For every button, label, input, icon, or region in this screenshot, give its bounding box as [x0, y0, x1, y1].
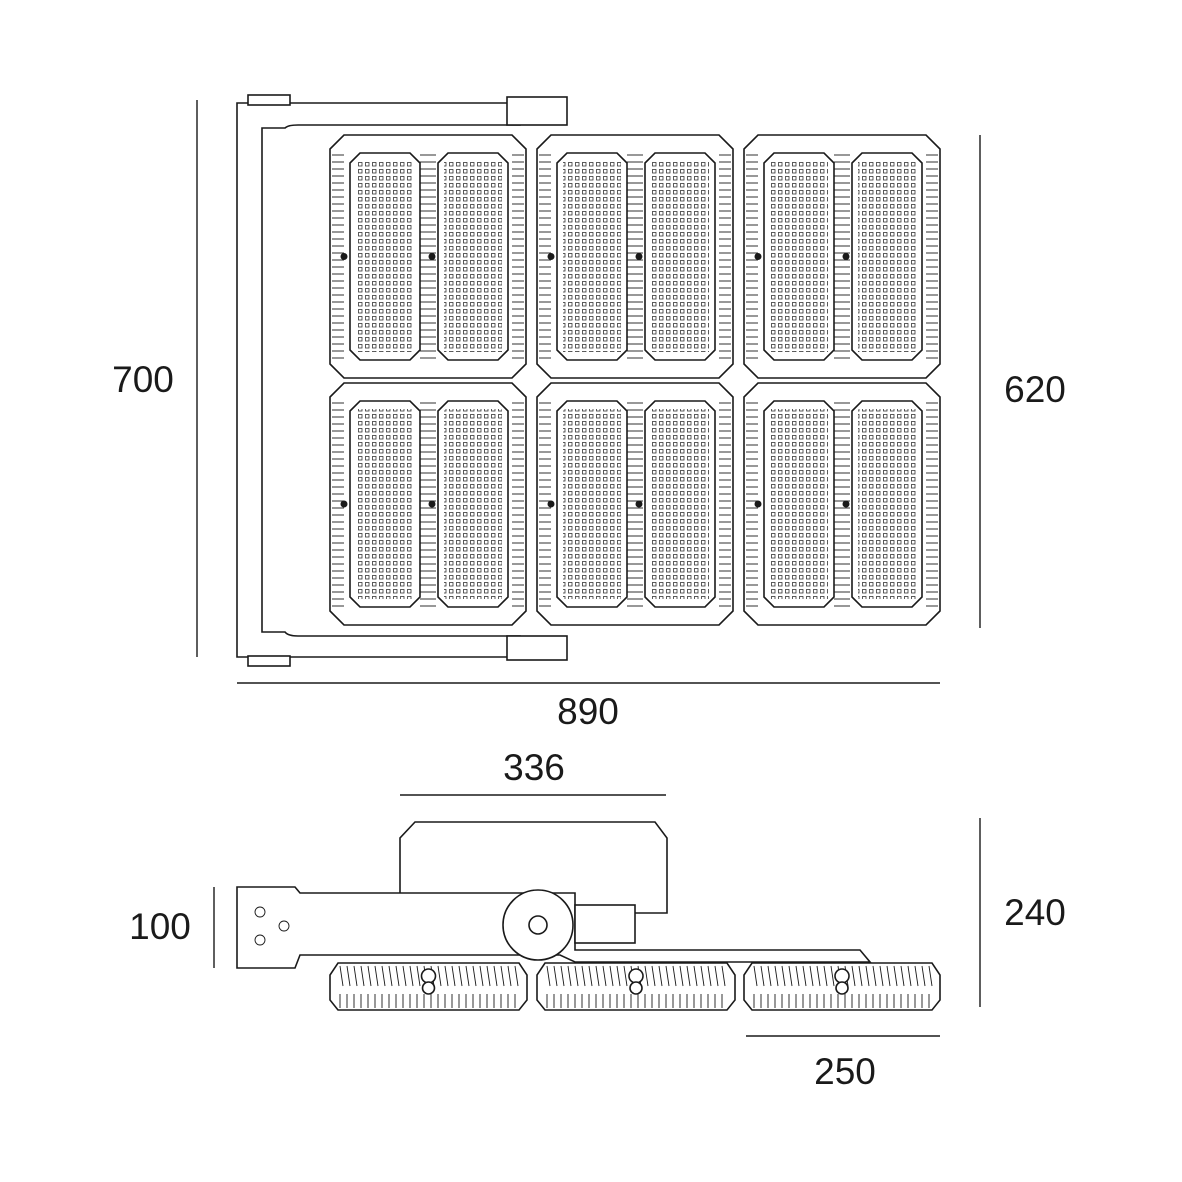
led-module	[743, 382, 941, 626]
led-module	[329, 134, 527, 379]
led-module	[536, 382, 734, 626]
dimension-label-890: 890	[557, 691, 619, 732]
dimension-label-700: 700	[112, 359, 174, 400]
led-module	[743, 134, 941, 379]
led-module	[329, 382, 527, 626]
led-module-grid	[329, 134, 941, 626]
dimension-label-250: 250	[814, 1051, 876, 1092]
dimension-label-336: 336	[503, 747, 565, 788]
dimension-label-100: 100	[129, 906, 191, 947]
side-view	[236, 821, 941, 1011]
mounting-bracket-top	[236, 94, 568, 667]
dimension-label-620: 620	[1004, 369, 1066, 410]
dimension-label-240: 240	[1004, 892, 1066, 933]
side-led-module	[329, 962, 528, 1011]
side-led-module	[536, 962, 736, 1011]
side-led-module	[743, 962, 941, 1011]
driver-box	[399, 821, 668, 914]
led-module	[536, 134, 734, 379]
